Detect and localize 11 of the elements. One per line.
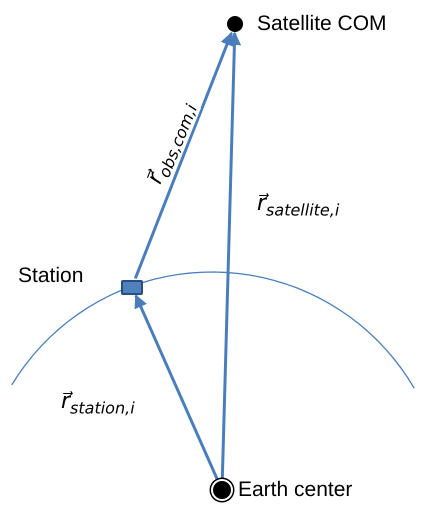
point-label: Earth center [238,478,352,502]
station-marker [121,280,143,294]
arrow [134,294,219,481]
arrow [220,32,242,480]
point-label: Station [18,264,84,288]
point-marker [227,16,243,32]
vector-label: r⃗$_{satellite,i}$ [256,192,340,219]
point-label: Satellite COM [257,12,387,36]
arrow [134,32,234,280]
point-marker [213,481,231,499]
vector-label: r⃗$_{station,i}$ [60,390,136,417]
